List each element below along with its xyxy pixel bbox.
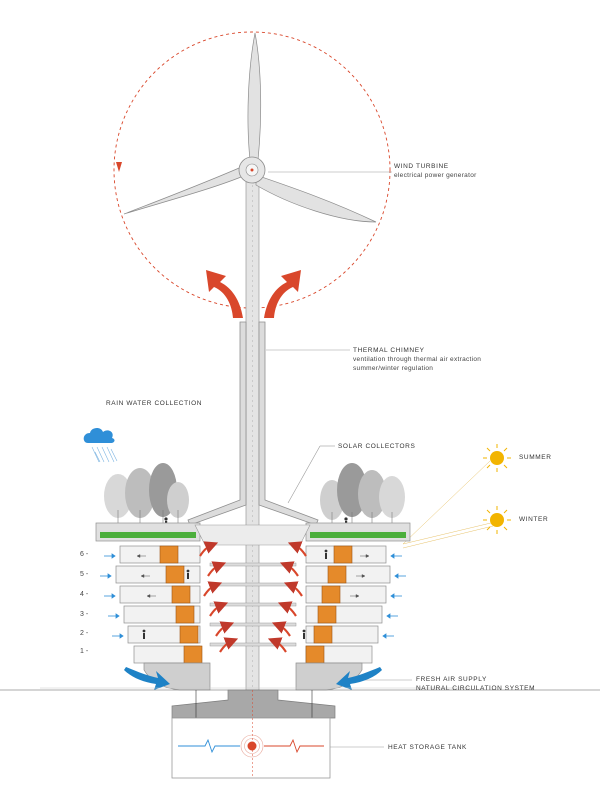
floor-number: 3 - bbox=[80, 611, 89, 618]
leader-lines bbox=[266, 171, 412, 748]
facade-inlet-arrows-icon bbox=[100, 553, 406, 639]
heat-storage-tank bbox=[171, 717, 331, 779]
timber-core-left bbox=[159, 545, 203, 664]
timber-core-right bbox=[305, 545, 353, 664]
people-icons bbox=[142, 549, 328, 639]
summer-label: SUMMER bbox=[519, 454, 552, 461]
turbine-mast bbox=[245, 169, 260, 691]
fresh-air-line2: NATURAL CIRCULATION SYSTEM bbox=[416, 685, 536, 692]
roof-trees-right bbox=[320, 463, 405, 523]
wind-turbine-subtitle: electrical power generator bbox=[394, 172, 477, 179]
ground-base-right bbox=[295, 662, 363, 691]
sun-rays bbox=[402, 460, 496, 549]
sun-summer-icon bbox=[483, 444, 511, 472]
floor-number: 6 - bbox=[80, 551, 89, 558]
rain-water-label: RAIN WATER COLLECTION bbox=[106, 400, 203, 407]
exhaust-arrows-icon bbox=[206, 270, 301, 318]
sun-winter-icon bbox=[483, 506, 511, 534]
wind-turbine-label: WIND TURBINE electrical power generator bbox=[394, 162, 477, 180]
atrium-roof bbox=[194, 524, 311, 546]
winter-label: WINTER bbox=[519, 516, 549, 523]
floor-number: 2 - bbox=[80, 630, 89, 637]
solar-collectors-label: SOLAR COLLECTORS bbox=[338, 443, 416, 450]
ground-base-left bbox=[143, 662, 211, 691]
floor-number: 4 - bbox=[80, 591, 89, 598]
thermal-chimney-label: THERMAL CHIMNEY ventilation through ther… bbox=[353, 346, 481, 373]
green-roof-right bbox=[305, 522, 411, 542]
wind-turbine-title: WIND TURBINE bbox=[394, 163, 449, 170]
fresh-air-arrows-icon bbox=[124, 667, 382, 690]
foundation bbox=[171, 689, 336, 719]
roof-trees-left bbox=[104, 463, 189, 523]
floor-number: 1 - bbox=[80, 648, 89, 655]
rotation-arrow-icon bbox=[116, 162, 122, 172]
floor-number: 5 - bbox=[80, 571, 89, 578]
rain-cloud-icon bbox=[83, 427, 118, 463]
thermal-chimney-line1: ventilation through thermal air extracti… bbox=[353, 356, 482, 363]
turbine-blades-icon bbox=[123, 32, 377, 223]
green-roof-left bbox=[95, 522, 201, 542]
fresh-air-line1: FRESH AIR SUPPLY bbox=[416, 676, 487, 683]
thermal-chimney-line2: summer/winter regulation bbox=[353, 365, 434, 372]
heat-storage-label: HEAT STORAGE TANK bbox=[388, 744, 467, 751]
airflow-arrows-icon bbox=[199, 541, 307, 653]
interior-arrows-icon bbox=[136, 554, 370, 598]
fresh-air-label: FRESH AIR SUPPLY NATURAL CIRCULATION SYS… bbox=[416, 675, 535, 693]
thermal-chimney-title: THERMAL CHIMNEY bbox=[353, 347, 425, 354]
floors-left bbox=[115, 545, 201, 664]
floors-right bbox=[305, 545, 391, 664]
